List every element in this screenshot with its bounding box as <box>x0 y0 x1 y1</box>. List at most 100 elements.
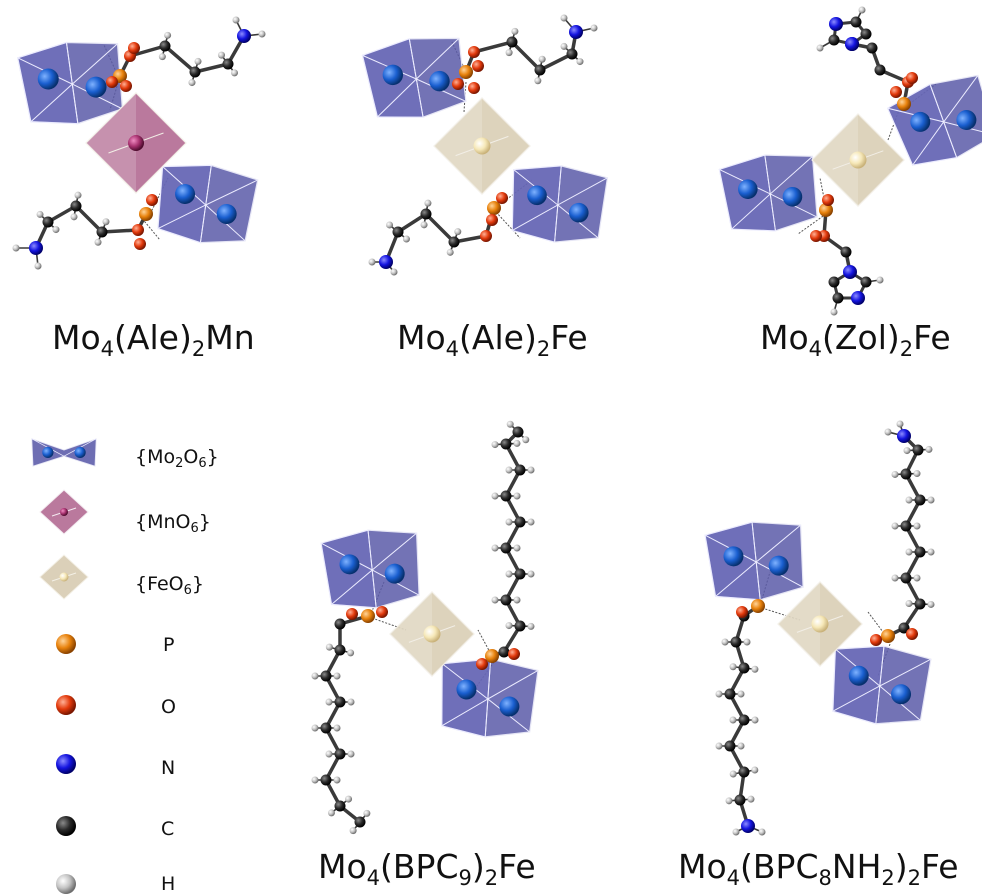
atom-c <box>320 722 332 734</box>
atom-h <box>538 55 546 63</box>
mo2o6-polyhedron <box>718 154 818 232</box>
atom-fe <box>849 151 867 169</box>
atom-n <box>851 291 865 305</box>
atom-h <box>747 795 755 803</box>
atom-mo <box>216 203 237 224</box>
atom-h <box>927 496 935 504</box>
mo2o6-polyhedron <box>886 74 982 166</box>
atom-h <box>729 716 737 724</box>
mo2o6-polyhedron <box>441 658 539 738</box>
atom-h <box>729 663 737 671</box>
feo6-polyhedron <box>433 97 531 195</box>
atom-n-legend-icon <box>56 754 76 774</box>
atom-p <box>485 649 499 663</box>
atom-o <box>128 42 140 54</box>
mo2o6-polyhedron <box>16 41 124 125</box>
atom-h <box>164 31 172 39</box>
atom-p <box>819 203 833 217</box>
atom-h <box>737 690 745 698</box>
atom-h <box>34 262 42 270</box>
atom-o <box>132 224 144 236</box>
caption-mo4-ale2-mn: Mo4(Ale)2Mn <box>52 318 255 361</box>
mo-polyhedron-edge <box>65 42 79 124</box>
atom-h <box>368 258 376 266</box>
bond <box>538 52 574 72</box>
atom-h <box>891 574 899 582</box>
atom-c <box>912 444 924 456</box>
atom-mo <box>384 563 405 584</box>
atom-p-legend-icon <box>56 634 76 654</box>
atom-c <box>420 208 432 220</box>
mo-polyhedron-edge <box>875 646 885 724</box>
atom-c <box>566 48 578 60</box>
atom-c <box>514 620 526 632</box>
atom-h <box>891 470 899 478</box>
atom-mo <box>527 185 547 206</box>
atom-h <box>52 226 60 234</box>
atom-mo <box>891 684 912 705</box>
atom-p <box>751 599 765 613</box>
polyhedra-layer <box>16 37 982 738</box>
mo2o6-polyhedron <box>320 529 420 609</box>
atom-h <box>402 235 410 243</box>
atom-h <box>513 439 521 447</box>
mo2o6-polyhedron <box>511 165 609 243</box>
atom-h <box>590 24 598 32</box>
atom-o <box>376 606 388 618</box>
atom-h <box>505 622 513 630</box>
atom-c <box>448 236 460 248</box>
feo6-polyhedron <box>777 581 863 667</box>
atom-o <box>810 230 822 242</box>
atom-h <box>858 6 866 14</box>
bond <box>510 40 542 72</box>
atom-h <box>506 420 514 428</box>
atom-h <box>446 248 454 256</box>
atom-h <box>386 221 394 229</box>
atom-h <box>816 44 824 52</box>
atom-mo <box>499 696 520 717</box>
atom-c <box>738 662 750 674</box>
atom-p <box>881 629 895 643</box>
feo6-polyhedron <box>811 113 905 207</box>
mo-polyhedron-edge <box>31 438 97 457</box>
atom-n <box>897 429 911 443</box>
atom-h <box>884 428 892 436</box>
octahedron-face <box>434 98 482 194</box>
atom-h <box>513 596 521 604</box>
atom-c <box>320 774 332 786</box>
atom-h <box>311 776 319 784</box>
atom-h <box>830 308 838 316</box>
atom-o <box>146 194 158 206</box>
atom-h <box>505 518 513 526</box>
atom-h <box>74 191 82 199</box>
atom-c <box>514 568 526 580</box>
atom-h <box>743 638 751 646</box>
atom-c <box>334 696 346 708</box>
atom-h <box>325 698 333 706</box>
atom-h <box>891 522 899 530</box>
atom-h <box>534 77 542 85</box>
atom-mo <box>456 679 477 700</box>
atom-mo <box>339 554 360 575</box>
atom-c <box>900 520 912 532</box>
octahedron-face <box>86 93 136 193</box>
atom-h <box>333 672 341 680</box>
atom-o <box>468 82 480 94</box>
atom-o <box>472 60 484 72</box>
atom-c <box>874 64 886 76</box>
atom-o <box>346 608 358 620</box>
atom-c <box>506 36 518 48</box>
atom-h <box>217 51 225 59</box>
atom-c <box>730 636 742 648</box>
atom-h <box>513 544 521 552</box>
atom-h <box>729 770 737 778</box>
feo6-polyhedron <box>389 591 475 677</box>
atom-h <box>758 828 766 836</box>
atom-h <box>522 436 530 444</box>
atom-c <box>96 226 108 238</box>
bond <box>424 212 456 244</box>
atom-mn <box>60 508 68 516</box>
atom-h <box>527 466 535 474</box>
atom-o <box>906 628 918 640</box>
atom-h <box>927 600 935 608</box>
